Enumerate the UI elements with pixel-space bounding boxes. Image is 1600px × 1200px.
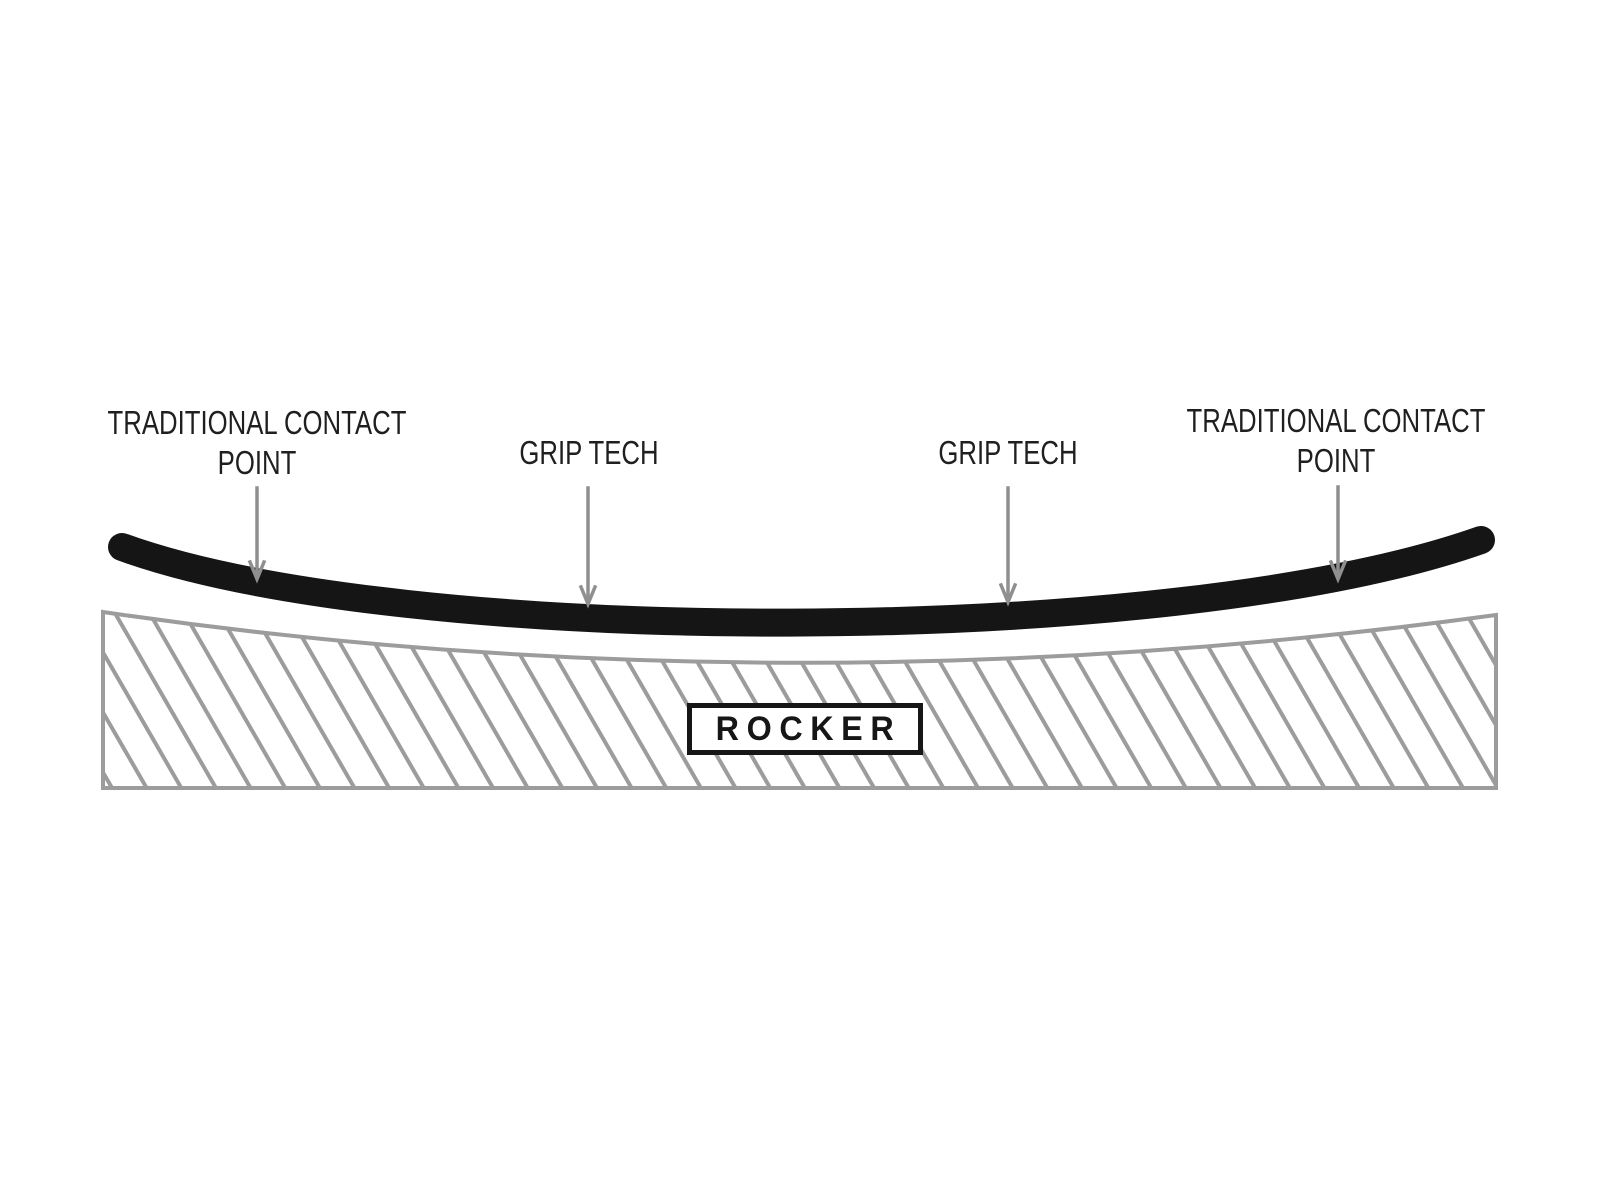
contact-point-arrow-right [1328,485,1348,584]
label-text: TRADITIONAL CONTACT POINT [107,404,407,481]
label-traditional-contact-right: TRADITIONAL CONTACT POINT [1026,401,1600,481]
rocker-label: ROCKER [716,709,902,748]
label-traditional-contact-left: TRADITIONAL CONTACT POINT [0,403,567,483]
arrow-head-icon [998,582,1018,607]
grip-tech-arrow-left [578,486,598,609]
label-text: TRADITIONAL CONTACT POINT [1186,402,1486,479]
arrow-head-icon [1328,559,1348,584]
contact-point-arrow-left [247,486,267,584]
rocker-label-box: ROCKER [687,703,923,755]
label-grip-tech-left: GRIP TECH [279,433,899,473]
arrow-head-icon [578,584,598,609]
grip-tech-arrow-right [998,486,1018,607]
label-text: GRIP TECH [938,434,1078,471]
label-grip-tech-right: GRIP TECH [698,433,1318,473]
board-profile-curve [108,526,1495,637]
arrow-head-icon [247,559,267,584]
base-hatch-area [101,609,1498,790]
label-text: GRIP TECH [519,434,659,471]
